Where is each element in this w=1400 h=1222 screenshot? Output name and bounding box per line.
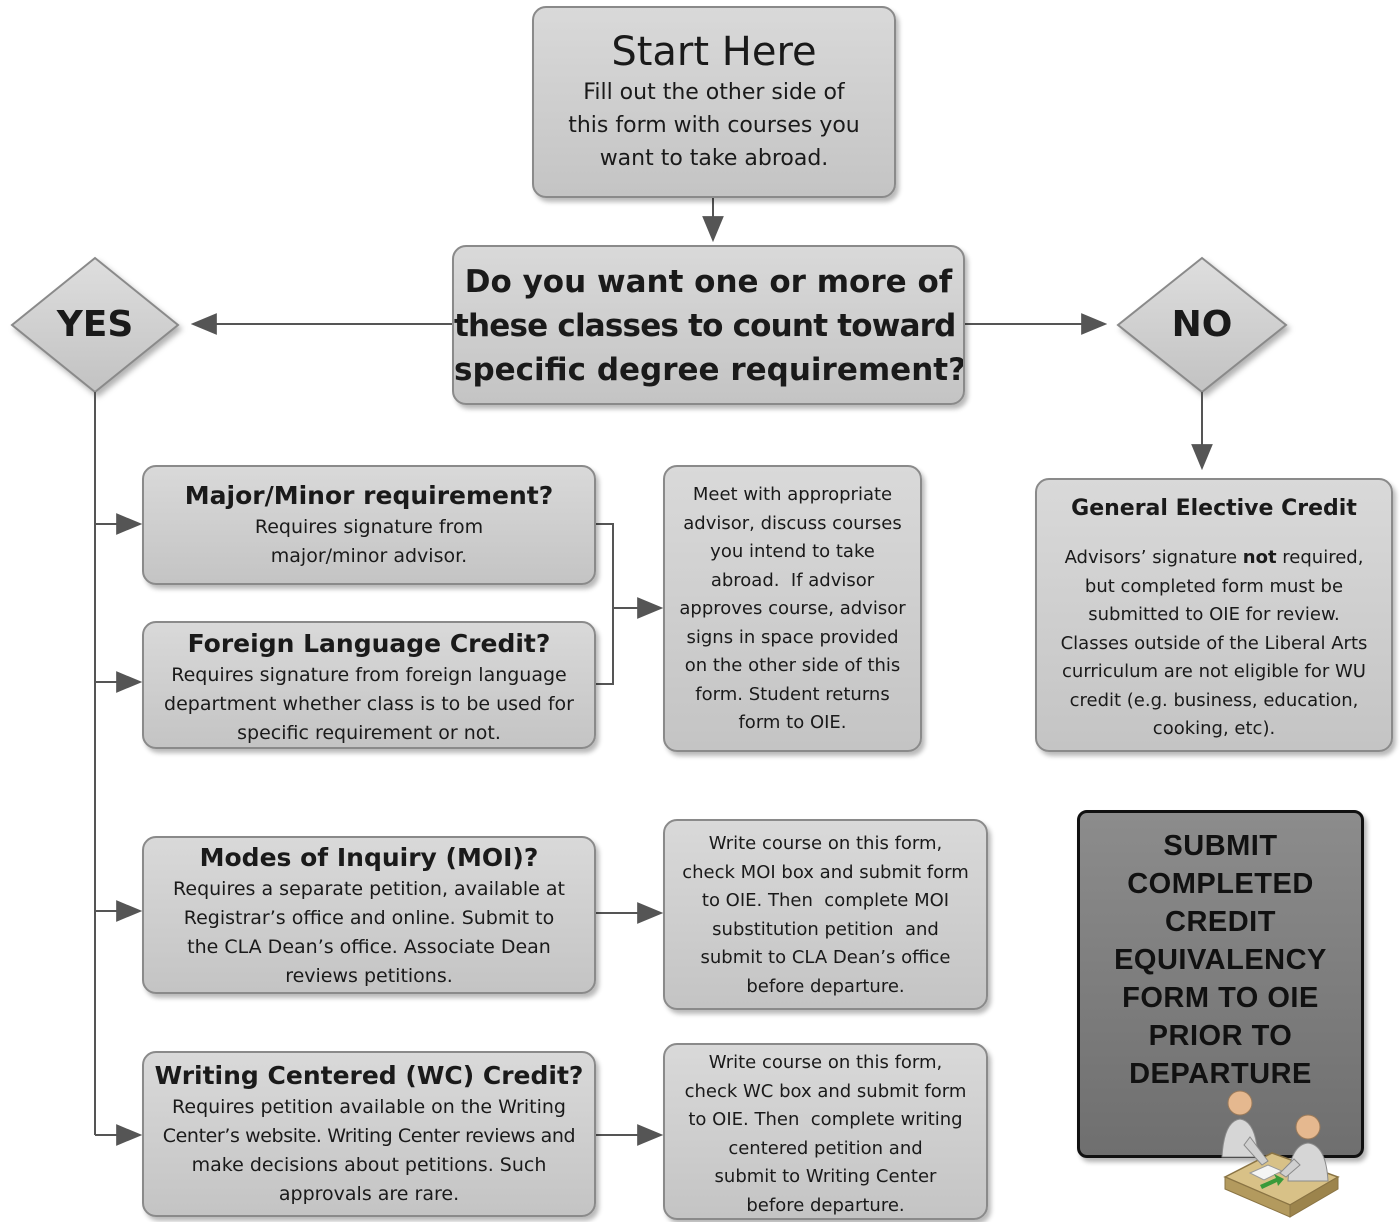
major-minor-title: Major/Minor requirement? [184,481,554,510]
general-elective-line-1-start: Advisors’ signature [1064,547,1243,568]
general-elective-line: curriculum are not eligible for WU [1062,661,1366,682]
moi-step-line: Write course on this form, [708,833,943,854]
wc-step-line: before departure. [746,1194,905,1216]
general-elective-line: credit (e.g. business, education, [1069,689,1359,711]
people-at-desk-icon [1221,1090,1340,1218]
major-minor-box: Major/Minor requirement? Requires signat… [142,465,596,585]
wc-line: approvals are rare. [278,1183,460,1205]
submit-line: EQUIVALENCY [1114,944,1327,976]
foreign-language-title: Foreign Language Credit? [187,629,551,658]
advisor-step-line: you intend to take [710,541,875,562]
foreign-language-line: specific requirement or not. [237,722,501,744]
moi-line: Requires a separate petition, available … [173,878,565,900]
moi-step-line: submit to CLA Dean’s office [700,947,951,968]
advisor-step-line: form. Student returns [695,683,890,705]
wc-step-line: centered petition and [728,1137,923,1159]
advisor-step-line: Meet with appropriate [692,484,893,505]
submit-line: PRIOR TO [1148,1020,1293,1052]
foreign-language-line: Requires signature from foreign language [171,664,567,686]
bracket-major-language [596,523,614,685]
moi-line: reviews petitions. [285,965,453,987]
wc-title: Writing Centered (WC) Credit? [154,1061,584,1090]
advisor-step-box: Meet with appropriate advisor, discuss c… [663,465,922,752]
wc-step-line: submit to Writing Center [714,1166,937,1187]
submit-line: CREDIT [1165,906,1276,938]
general-elective-line: cooking, etc). [1152,718,1276,739]
advisor-step-line: on the other side of this [684,655,901,676]
general-elective-line: Classes outside of the Liberal Arts [1060,632,1368,654]
advisor-step-line: approves course, advisor [679,598,906,619]
start-title: Start Here [611,29,817,75]
question-line: specific degree requirement? [454,352,965,388]
wc-step-line: to OIE. Then complete writing [688,1109,963,1130]
submit-line: DEPARTURE [1129,1058,1312,1090]
wc-line: Requires petition available on the Writi… [172,1096,566,1118]
no-label: NO [1171,304,1233,345]
general-elective-box: General Elective Credit Advisors’ signat… [1035,478,1393,752]
major-minor-line: Requires signature from [254,516,484,538]
general-elective-not-emphasis: not [1242,547,1277,568]
moi-line: Registrar’s office and online. Submit to [183,907,555,929]
moi-line: the CLA Dean’s office. Associate Dean [187,936,551,958]
start-box: Start Here Fill out the other side of th… [532,6,896,198]
submit-line: FORM TO OIE [1122,982,1319,1014]
moi-step-line: to OIE. Then complete MOI [701,890,950,911]
start-line: Fill out the other side of [583,80,845,105]
major-minor-line: major/minor advisor. [270,545,468,567]
moi-step-box: Write course on this form, check MOI box… [663,819,988,1010]
advisor-step-line: form to OIE. [738,712,847,733]
yes-label: YES [56,304,134,345]
start-line: this form with courses you [568,113,860,138]
moi-box: Modes of Inquiry (MOI)? Requires a separ… [142,836,596,994]
foreign-language-box: Foreign Language Credit? Requires signat… [142,621,596,749]
moi-step-line: substitution petition and [712,918,939,940]
submit-box: SUBMIT COMPLETED CREDIT EQUIVALENCY FORM… [1077,810,1364,1158]
start-line: want to take abroad. [599,146,829,171]
wc-step-line: check WC box and submit form [684,1080,967,1102]
moi-step-line: check MOI box and submit form [682,861,969,883]
submit-line: COMPLETED [1127,868,1314,900]
wc-step-line: Write course on this form, [708,1052,943,1073]
moi-step-line: before departure. [746,975,905,997]
advisor-step-line: signs in space provided [686,626,899,648]
wc-box: Writing Centered (WC) Credit? Requires p… [142,1051,596,1217]
general-elective-line: but completed form must be [1084,575,1344,597]
general-elective-line-1: Advisors’ signature not required, [1037,544,1391,573]
question-line: Do you want one or more of [464,264,953,300]
wc-line: Center’s website. Writing Center reviews… [162,1125,576,1147]
question-box: Do you want one or more of these classes… [452,245,965,405]
foreign-language-line: department whether class is to be used f… [164,693,574,715]
general-elective-line-1-end: required, [1276,547,1364,568]
general-elective-title: General Elective Credit [1071,496,1357,521]
moi-title: Modes of Inquiry (MOI)? [199,843,539,872]
wc-step-box: Write course on this form, check WC box … [663,1043,988,1220]
advisor-step-line: abroad. If advisor [710,569,875,591]
submit-line: SUBMIT [1163,830,1278,862]
wc-line: make decisions about petitions. Such [191,1154,547,1176]
advisor-step-line: advisor, discuss courses [683,512,902,534]
general-elective-line: submitted to OIE for review. [1088,604,1340,625]
question-line: these classes to count toward a [454,308,965,344]
